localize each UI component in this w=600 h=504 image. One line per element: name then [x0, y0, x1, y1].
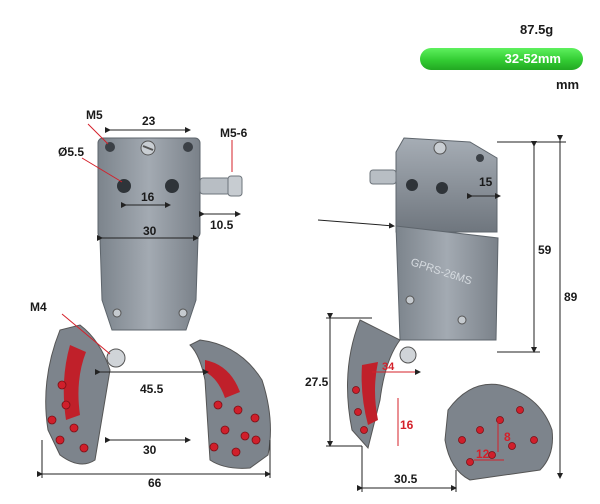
left-finger-pad-right [189, 339, 271, 469]
width-15-label: 15 [479, 175, 493, 189]
dim-8-label: 8 [504, 430, 511, 444]
right-dimension-lines [317, 135, 566, 492]
m5-6-label: M5-6 [220, 126, 248, 140]
width-45-5-label: 45.5 [140, 382, 164, 396]
m4-label: M4 [30, 300, 47, 314]
range-badge-text: 32-52mm [504, 51, 561, 66]
width-10-5-label: 10.5 [210, 218, 234, 232]
width-30-bottom-label: 30 [143, 443, 157, 457]
right-gripper-body: GPRS-26MS [369, 137, 499, 364]
right-red-dimension-lines [372, 369, 504, 461]
left-finger-dots [47, 380, 261, 457]
width-66-label: 66 [148, 476, 162, 490]
left-dimension-lines [37, 123, 271, 478]
height-89-label: 89 [564, 290, 578, 304]
width-23-label: 23 [142, 114, 156, 128]
dim-12-label: 12 [476, 447, 490, 461]
width-30-5-label: 30.5 [394, 472, 418, 486]
width-30-top-label: 30 [143, 224, 157, 238]
height-27-5-label: 27.5 [305, 375, 329, 389]
range-badge: 32-52mm [420, 48, 583, 70]
height-59-label: 59 [538, 243, 552, 257]
m5-label: M5 [86, 108, 103, 122]
unit-label: mm [556, 77, 580, 92]
diameter-34-label: 34 [382, 361, 395, 373]
right-finger-pad-right [444, 383, 553, 481]
diameter-label: Ø5.5 [58, 145, 85, 159]
left-gripper-body [97, 137, 243, 368]
weight-label: 87.5g [520, 22, 554, 37]
right-finger-pad-left [347, 319, 401, 450]
width-16-label: 16 [141, 190, 155, 204]
dim-16-label: 16 [400, 418, 414, 432]
